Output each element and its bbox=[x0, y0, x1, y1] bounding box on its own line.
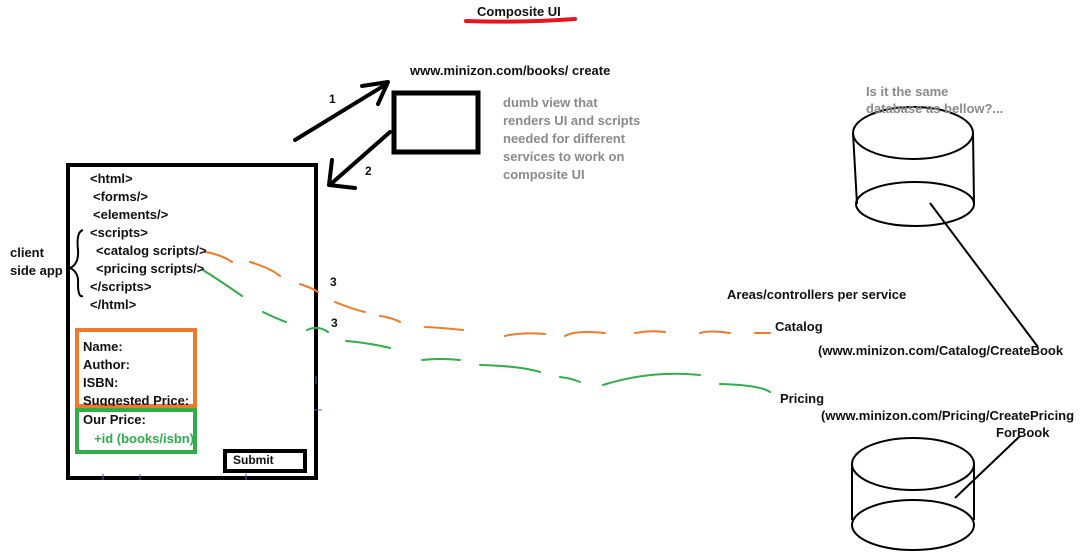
code-line-html-close: </html> bbox=[90, 297, 137, 312]
catalog-form-box bbox=[75, 328, 197, 408]
client-label-line-2: side app bbox=[10, 263, 63, 278]
name-label: Name: bbox=[83, 339, 123, 354]
view-note-line-1: dumb view that bbox=[503, 95, 598, 110]
client-app-frame bbox=[66, 163, 318, 480]
catalog-db-link bbox=[929, 202, 1039, 348]
catalog-label: Catalog bbox=[775, 319, 823, 334]
code-line-pricing-scripts: <pricing scripts/> bbox=[96, 261, 205, 276]
client-brace bbox=[67, 229, 84, 298]
step-label-3b: 3 bbox=[331, 316, 338, 330]
code-line-elements: <elements/> bbox=[93, 207, 169, 222]
view-note-line-3: needed for different bbox=[503, 131, 626, 146]
our-price-label: Our Price: bbox=[83, 412, 146, 427]
step-label-3a: 3 bbox=[330, 275, 337, 289]
catalog-url: (www.minizon.com/Catalog/CreateBook bbox=[818, 343, 1064, 358]
view-box bbox=[391, 90, 481, 155]
code-line-scripts-close: </scripts> bbox=[90, 279, 152, 294]
pricing-url-line-1: (www.minizon.com/Pricing/CreatePricing bbox=[821, 408, 1075, 423]
our-price-value: +id (books/isbn) bbox=[94, 431, 195, 446]
db-question-line-2: database as bellow?... bbox=[866, 101, 1004, 116]
catalog-connection bbox=[204, 251, 771, 337]
view-note-line-2: renders UI and scripts bbox=[503, 113, 641, 128]
suggested-price-label: Suggested Price: bbox=[83, 393, 190, 406]
code-line-html: <html> bbox=[90, 171, 133, 186]
main-url: www.minizon.com/books/ create bbox=[410, 63, 611, 78]
submit-button[interactable]: Submit bbox=[233, 453, 274, 467]
areas-label: Areas/controllers per service bbox=[727, 287, 907, 302]
pricing-label: Pricing bbox=[780, 391, 825, 406]
page-title: Composite UI bbox=[477, 4, 561, 19]
code-line-catalog-scripts: <catalog scripts/> bbox=[96, 243, 207, 258]
db-question-line-1: Is it the same bbox=[866, 84, 949, 99]
view-note-line-4: services to work on bbox=[503, 149, 625, 164]
arrow-2 bbox=[327, 130, 392, 190]
author-label: Author: bbox=[83, 357, 130, 372]
database-top bbox=[852, 106, 975, 227]
pricing-url-line-2: ForBook bbox=[996, 425, 1050, 440]
code-line-forms: <forms/> bbox=[93, 189, 148, 204]
client-label-line-1: client bbox=[10, 245, 44, 260]
pricing-form-box bbox=[75, 408, 197, 454]
pricing-db-link bbox=[954, 435, 1021, 499]
submit-button-box bbox=[223, 449, 307, 473]
step-label-1: 1 bbox=[329, 92, 336, 106]
database-bottom bbox=[851, 437, 975, 551]
pricing-connection bbox=[202, 269, 771, 393]
step-label-2: 2 bbox=[365, 164, 372, 178]
view-note-line-5: composite UI bbox=[503, 167, 585, 182]
arrow-1 bbox=[293, 80, 390, 142]
title-underline bbox=[464, 17, 577, 24]
code-line-scripts-open: <scripts> bbox=[90, 225, 148, 240]
isbn-label: ISBN: bbox=[83, 375, 119, 390]
